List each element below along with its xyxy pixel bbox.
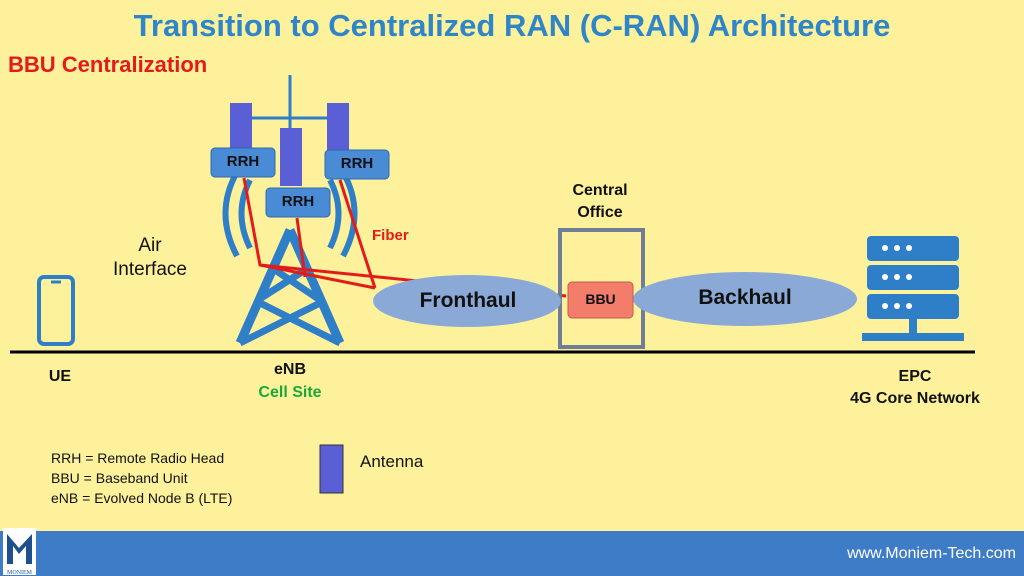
page-title: Transition to Centralized RAN (C-RAN) Ar… <box>133 8 891 43</box>
fronthaul-label: Fronthaul <box>419 289 517 312</box>
legend-antenna: Antenna <box>360 452 424 471</box>
backhaul-label: Backhaul <box>698 286 792 309</box>
footer-url[interactable]: www.Moniem-Tech.com <box>847 545 1016 562</box>
central-office-label-1: Central <box>572 182 628 199</box>
rrh-label-left: RRH <box>226 153 260 170</box>
central-office-label-2: Office <box>577 204 623 221</box>
logo: MONIEM <box>3 528 36 576</box>
core-network-label: 4G Core Network <box>850 390 980 407</box>
fronthaul-ellipse <box>373 275 561 327</box>
legend-antenna-icon <box>319 444 344 494</box>
rrh-box-center <box>265 187 331 218</box>
enb-label: eNB <box>273 361 306 378</box>
phone-icon <box>37 275 75 346</box>
bbu-label: BBU <box>585 291 616 307</box>
ue-label: UE <box>48 368 72 385</box>
rrh-label-right: RRH <box>340 155 374 172</box>
logo-text: MONIEM <box>7 570 32 576</box>
antenna-icon <box>327 103 349 153</box>
rrh-label-center: RRH <box>281 193 315 210</box>
subtitle: BBU Centralization <box>8 52 208 77</box>
cell-tower-icon <box>222 75 358 347</box>
antenna-icon <box>280 128 302 186</box>
rrh-box-left <box>210 147 276 178</box>
legend-bbu: BBU = Baseband Unit <box>51 470 188 486</box>
bbu-box <box>567 281 634 319</box>
cell-site-label: Cell Site <box>258 384 322 401</box>
fiber-label: Fiber <box>372 227 409 244</box>
antenna-icon <box>230 103 252 153</box>
epc-label: EPC <box>898 368 932 385</box>
backhaul-ellipse <box>633 272 857 326</box>
air-interface-label-1: Air <box>138 235 162 256</box>
air-interface-label-2: Interface <box>113 259 187 280</box>
legend-enb: eNB = Evolved Node B (LTE) <box>51 490 233 506</box>
rrh-box-right <box>324 149 390 180</box>
legend-rrh: RRH = Remote Radio Head <box>51 450 225 466</box>
logo-icon <box>7 534 32 564</box>
footer-bar <box>0 531 1024 576</box>
server-icon <box>862 236 964 341</box>
